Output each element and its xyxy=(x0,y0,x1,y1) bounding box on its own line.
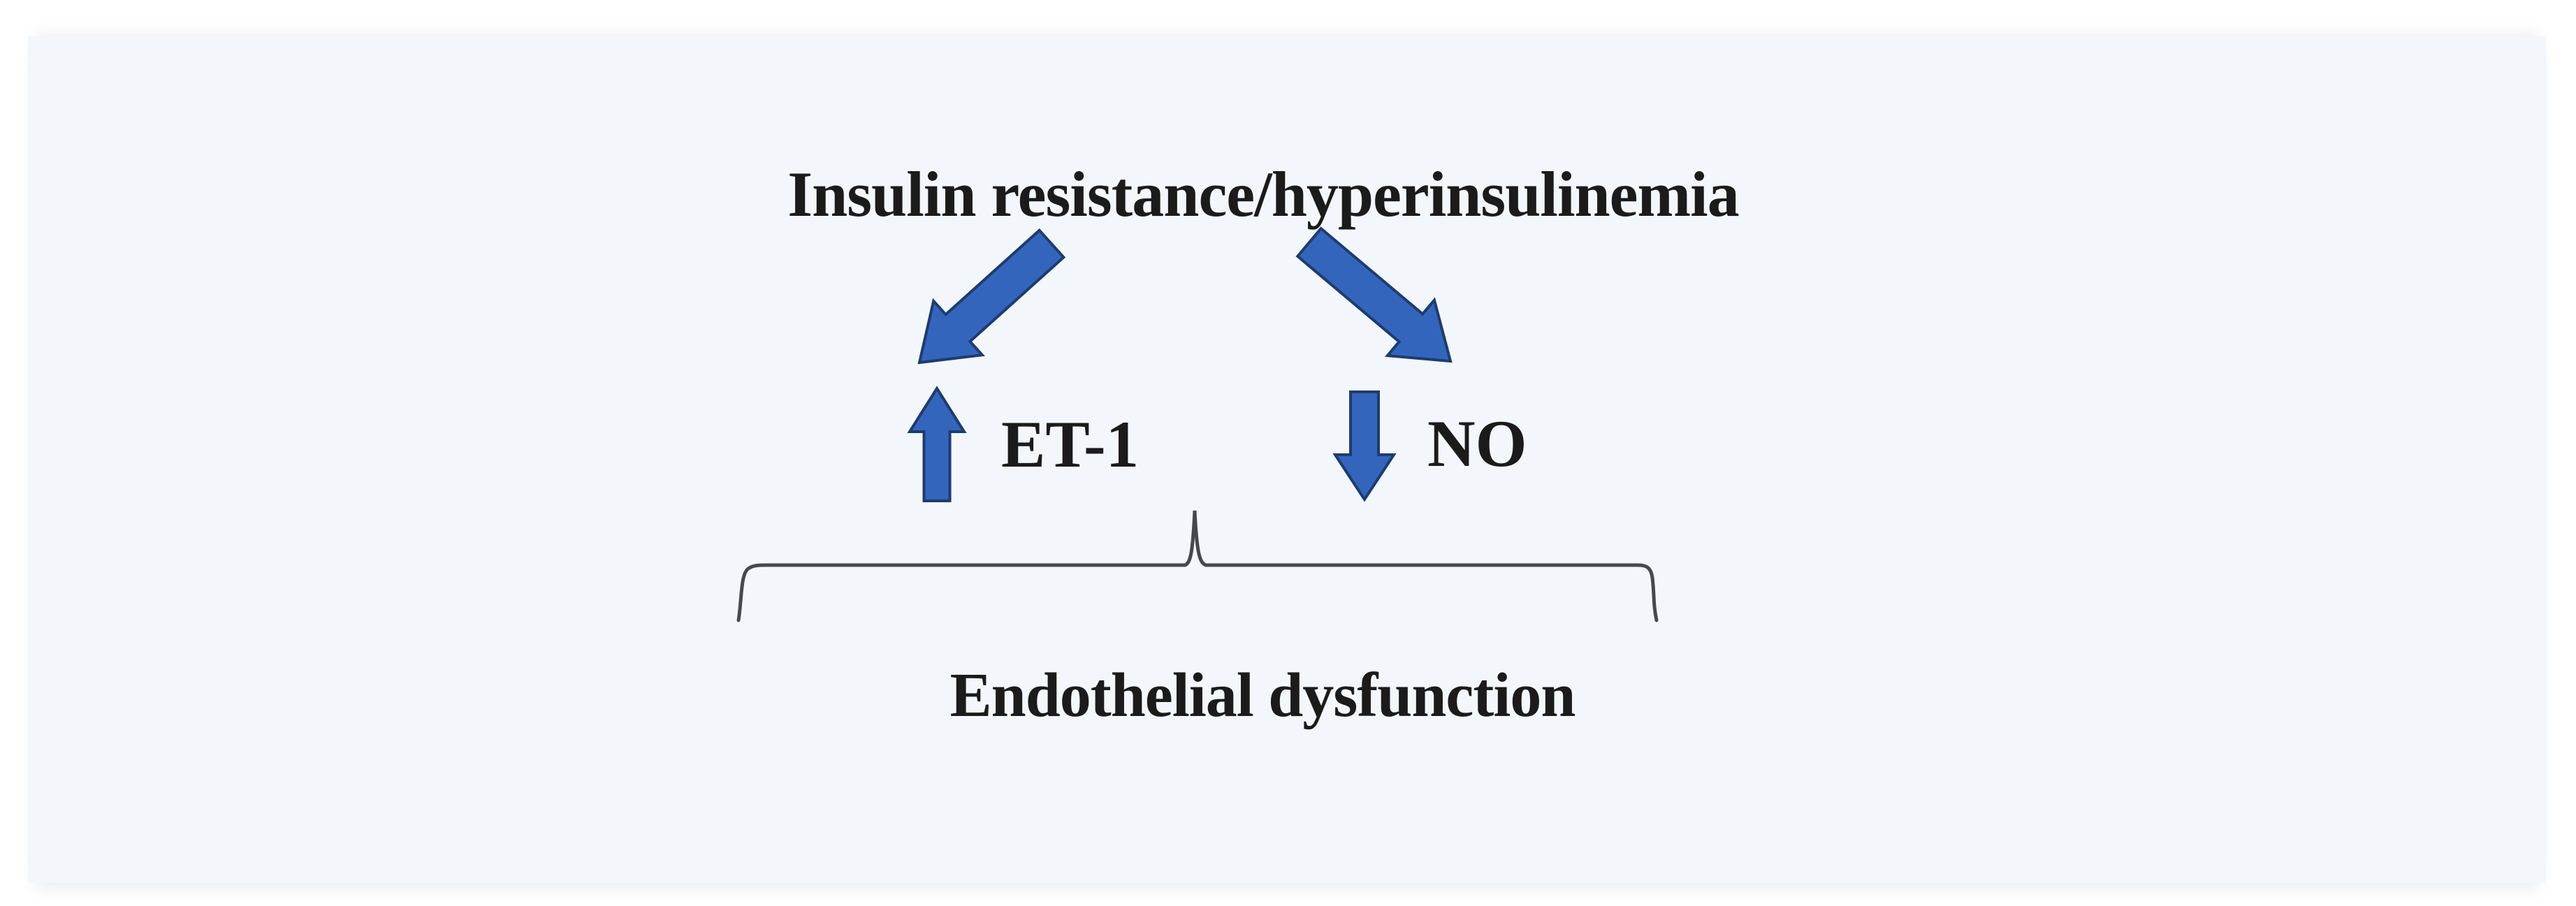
arrow-down-icon xyxy=(1332,390,1397,502)
arrow-up-icon xyxy=(907,386,967,502)
curly-brace xyxy=(736,510,1659,622)
figure-panel xyxy=(28,36,2546,883)
arrow-down-left-icon xyxy=(917,228,1066,365)
et1-label: ET-1 xyxy=(1001,407,1140,481)
title-text: Insulin resistance/hyperinsulinemia xyxy=(787,159,1739,230)
no-label: NO xyxy=(1427,407,1527,481)
arrow-down-right-icon xyxy=(1295,226,1453,363)
outcome-label: Endothelial dysfunction xyxy=(949,661,1576,730)
